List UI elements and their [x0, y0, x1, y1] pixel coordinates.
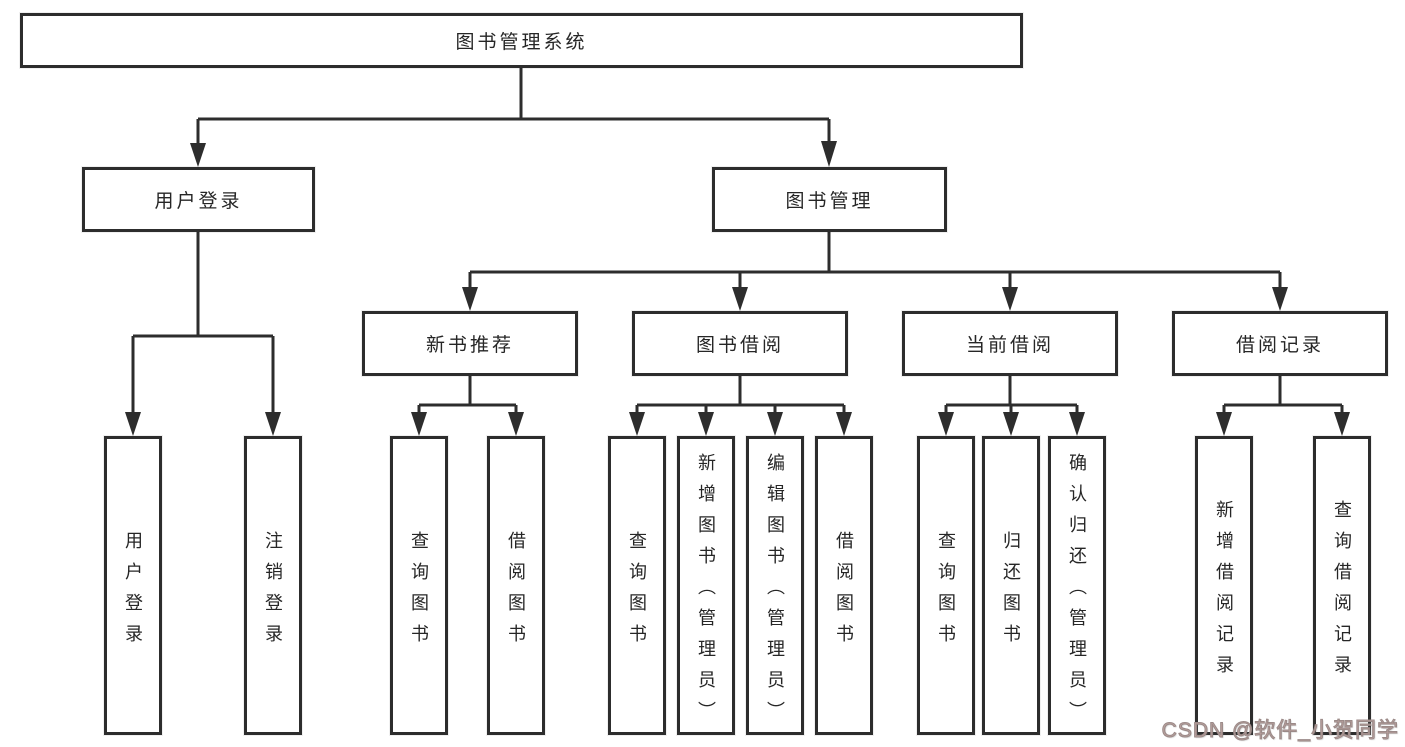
leaf-label: 用户登录	[123, 530, 143, 655]
leaf-query-books-borrowing: 查询图书	[608, 436, 666, 735]
leaf-label: 查询图书	[627, 530, 647, 655]
leaf-confirm-return-admin: 确认归还（管理员）	[1048, 436, 1106, 735]
node-label: 图书管理系统	[455, 32, 588, 53]
leaf-borrow-books-borrowing: 借阅图书	[815, 436, 873, 735]
leaf-label: 确认归还（管理员）	[1067, 453, 1087, 732]
leaf-label: 查询图书	[936, 530, 956, 655]
node-user-login: 用户登录	[82, 167, 315, 232]
leaf-user-login: 用户登录	[104, 436, 162, 735]
node-library-management-system: 图书管理系统	[20, 13, 1023, 68]
leaf-label: 新增借阅记录	[1214, 499, 1234, 686]
leaf-query-borrow-record: 查询借阅记录	[1313, 436, 1371, 735]
node-new-book-recommend: 新书推荐	[362, 311, 578, 376]
leaf-return-books: 归还图书	[982, 436, 1040, 735]
node-label: 图书借阅	[695, 335, 784, 356]
leaf-label: 查询图书	[409, 530, 429, 655]
node-book-management: 图书管理	[712, 167, 947, 232]
leaf-label: 借阅图书	[834, 530, 854, 655]
leaf-add-book-admin: 新增图书（管理员）	[677, 436, 735, 735]
leaf-label: 借阅图书	[506, 530, 526, 655]
leaf-add-borrow-record: 新增借阅记录	[1195, 436, 1253, 735]
csdn-watermark: CSDN @软件_小贺同学	[1161, 719, 1399, 743]
leaf-logout: 注销登录	[244, 436, 302, 735]
node-label: 图书管理	[785, 191, 874, 212]
leaf-label: 归还图书	[1001, 530, 1021, 655]
leaf-edit-book-admin: 编辑图书（管理员）	[746, 436, 804, 735]
leaf-label: 新增图书（管理员）	[696, 453, 716, 732]
leaf-query-books-recommend: 查询图书	[390, 436, 448, 735]
node-label: 当前借阅	[965, 335, 1054, 356]
leaf-query-books-current: 查询图书	[917, 436, 975, 735]
leaf-label: 注销登录	[263, 530, 283, 655]
leaf-borrow-books-recommend: 借阅图书	[487, 436, 545, 735]
node-current-borrowing: 当前借阅	[902, 311, 1118, 376]
node-label: 借阅记录	[1235, 335, 1324, 356]
node-label: 新书推荐	[425, 335, 514, 356]
node-borrowing-records: 借阅记录	[1172, 311, 1388, 376]
node-book-borrowing: 图书借阅	[632, 311, 848, 376]
node-label: 用户登录	[154, 191, 243, 212]
leaf-label: 查询借阅记录	[1332, 499, 1352, 686]
leaf-label: 编辑图书（管理员）	[765, 453, 785, 732]
